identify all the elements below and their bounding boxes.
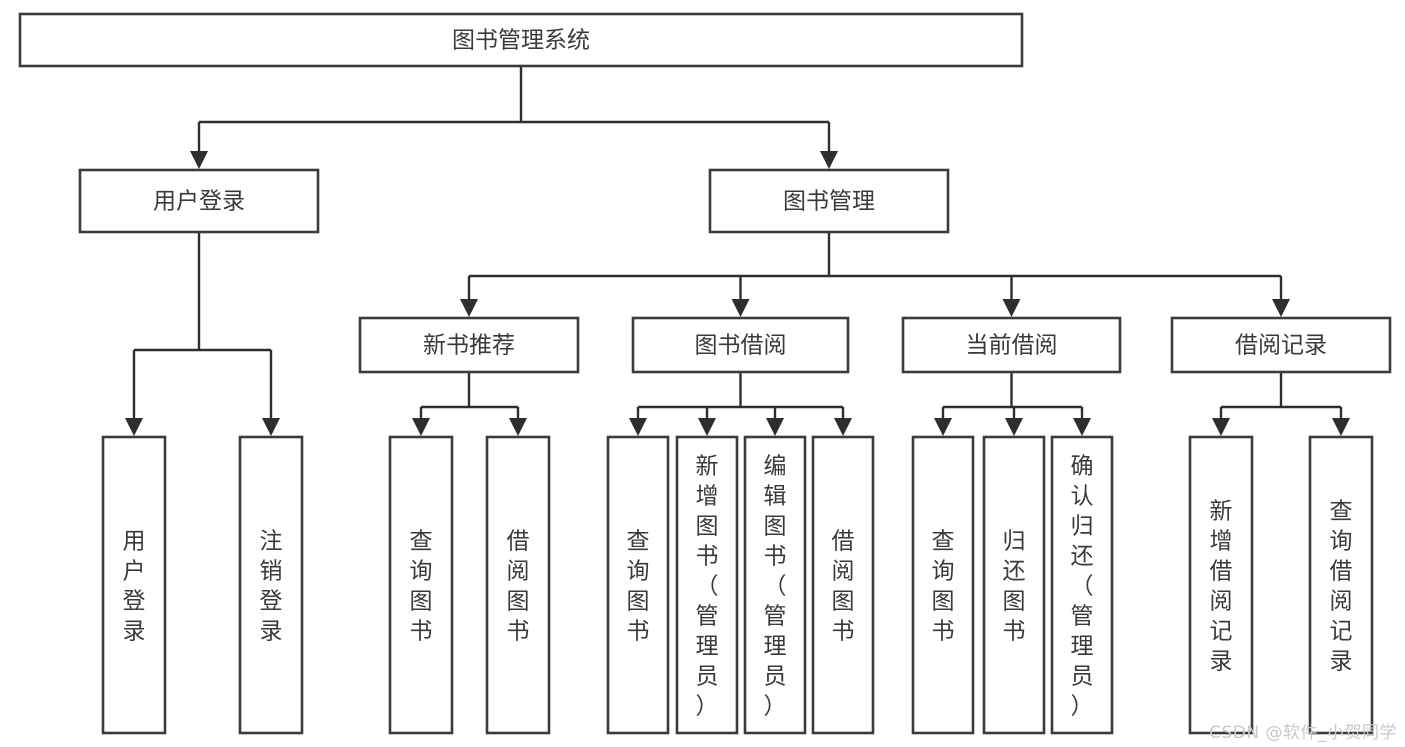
arrow-head-icon <box>1005 418 1023 436</box>
node-box-borrow-query-book <box>606 435 670 735</box>
node-borrow-borrow-book[interactable]: 借阅图书 <box>811 435 875 735</box>
node-label-current-query-book: 查询图书 <box>932 528 955 644</box>
node-label-user-login-leaf: 用户登录 <box>123 528 146 644</box>
node-recommend-query-book[interactable]: 查询图书 <box>388 435 454 735</box>
node-box-current-return-book <box>982 435 1046 735</box>
node-box-borrow-edit-book <box>743 435 807 735</box>
node-box-current-confirm-return <box>1050 435 1114 735</box>
node-label-new-book-recommend: 新书推荐 <box>423 333 515 359</box>
node-current-confirm-return[interactable]: 确认归还（管理员） <box>1050 435 1114 735</box>
node-label-book-management: 图书管理 <box>783 189 875 215</box>
node-layer: 图书管理系统用户登录用户登录注销登录图书管理新书推荐查询图书借阅图书图书借阅查询… <box>18 12 1392 735</box>
node-box-user-logout-leaf <box>238 435 304 735</box>
node-box-current-query-book <box>911 435 975 735</box>
node-label-record-add: 新增借阅记录 <box>1210 498 1233 674</box>
arrow-head-icon <box>766 418 784 436</box>
node-label-book-borrow: 图书借阅 <box>695 333 787 359</box>
node-box-borrow-records <box>1170 316 1392 374</box>
node-label-borrow-edit-book: 编辑图书（管理员） <box>764 453 787 719</box>
arrow-head-icon <box>412 418 430 436</box>
node-book-borrow[interactable]: 图书借阅 <box>631 316 850 374</box>
node-label-recommend-query-book: 查询图书 <box>410 528 433 644</box>
arrow-head-icon <box>460 299 478 317</box>
arrow-head-icon <box>509 418 527 436</box>
arrow-head-icon <box>731 299 750 317</box>
node-label-borrow-query-book: 查询图书 <box>627 528 650 644</box>
node-borrow-add-book[interactable]: 新增图书（管理员） <box>675 435 739 735</box>
node-record-query[interactable]: 查询借阅记录 <box>1308 435 1374 735</box>
node-book-management[interactable]: 图书管理 <box>708 168 950 234</box>
node-label-current-return-book: 归还图书 <box>1003 528 1026 644</box>
node-box-borrow-add-book <box>675 435 739 735</box>
node-box-book-management <box>708 168 950 234</box>
node-box-user-login <box>78 168 320 234</box>
node-box-user-login-leaf <box>101 435 167 735</box>
node-user-login-leaf[interactable]: 用户登录 <box>101 435 167 735</box>
node-label-root: 图书管理系统 <box>452 28 590 54</box>
node-recommend-borrow-book[interactable]: 借阅图书 <box>485 435 551 735</box>
arrow-head-icon <box>698 418 716 436</box>
node-current-borrow[interactable]: 当前借阅 <box>901 316 1122 374</box>
node-label-record-query: 查询借阅记录 <box>1330 498 1353 674</box>
arrow-head-icon <box>1272 299 1290 317</box>
arrow-head-icon <box>1073 418 1091 436</box>
node-box-book-borrow <box>631 316 850 374</box>
node-root[interactable]: 图书管理系统 <box>18 12 1024 68</box>
node-label-user-logout-leaf: 注销登录 <box>260 528 283 644</box>
node-box-record-query <box>1308 435 1374 735</box>
arrow-head-icon <box>1002 299 1021 317</box>
arrow-head-icon <box>934 418 952 436</box>
node-borrow-records[interactable]: 借阅记录 <box>1170 316 1392 374</box>
node-label-borrow-borrow-book: 借阅图书 <box>832 528 855 644</box>
node-label-recommend-borrow-book: 借阅图书 <box>507 528 530 644</box>
node-box-record-add <box>1188 435 1254 735</box>
node-label-borrow-add-book: 新增图书（管理员） <box>696 453 719 719</box>
node-label-borrow-records: 借阅记录 <box>1235 333 1327 359</box>
arrow-head-icon <box>125 418 143 436</box>
node-borrow-edit-book[interactable]: 编辑图书（管理员） <box>743 435 807 735</box>
watermark-credit: CSDN @软件_小贺同学 <box>1209 723 1397 743</box>
arrow-head-icon <box>190 151 208 169</box>
connector-layer <box>125 66 1350 436</box>
node-box-borrow-borrow-book <box>811 435 875 735</box>
node-box-root <box>18 12 1024 68</box>
node-box-recommend-borrow-book <box>485 435 551 735</box>
arrow-head-icon <box>262 418 280 436</box>
node-label-current-confirm-return: 确认归还（管理员） <box>1071 453 1094 719</box>
node-current-return-book[interactable]: 归还图书 <box>982 435 1046 735</box>
node-box-current-borrow <box>901 316 1122 374</box>
arrow-head-icon <box>820 151 838 169</box>
arrow-head-icon <box>834 418 852 436</box>
arrow-head-icon <box>629 418 647 436</box>
node-box-recommend-query-book <box>388 435 454 735</box>
node-label-current-borrow: 当前借阅 <box>966 333 1058 359</box>
node-user-login[interactable]: 用户登录 <box>78 168 320 234</box>
node-user-logout-leaf[interactable]: 注销登录 <box>238 435 304 735</box>
node-box-new-book-recommend <box>358 316 580 374</box>
arrow-head-icon <box>1212 418 1230 436</box>
node-record-add[interactable]: 新增借阅记录 <box>1188 435 1254 735</box>
node-new-book-recommend[interactable]: 新书推荐 <box>358 316 580 374</box>
arrow-head-icon <box>1332 418 1350 436</box>
node-label-user-login: 用户登录 <box>153 189 245 215</box>
node-current-query-book[interactable]: 查询图书 <box>911 435 975 735</box>
node-borrow-query-book[interactable]: 查询图书 <box>606 435 670 735</box>
